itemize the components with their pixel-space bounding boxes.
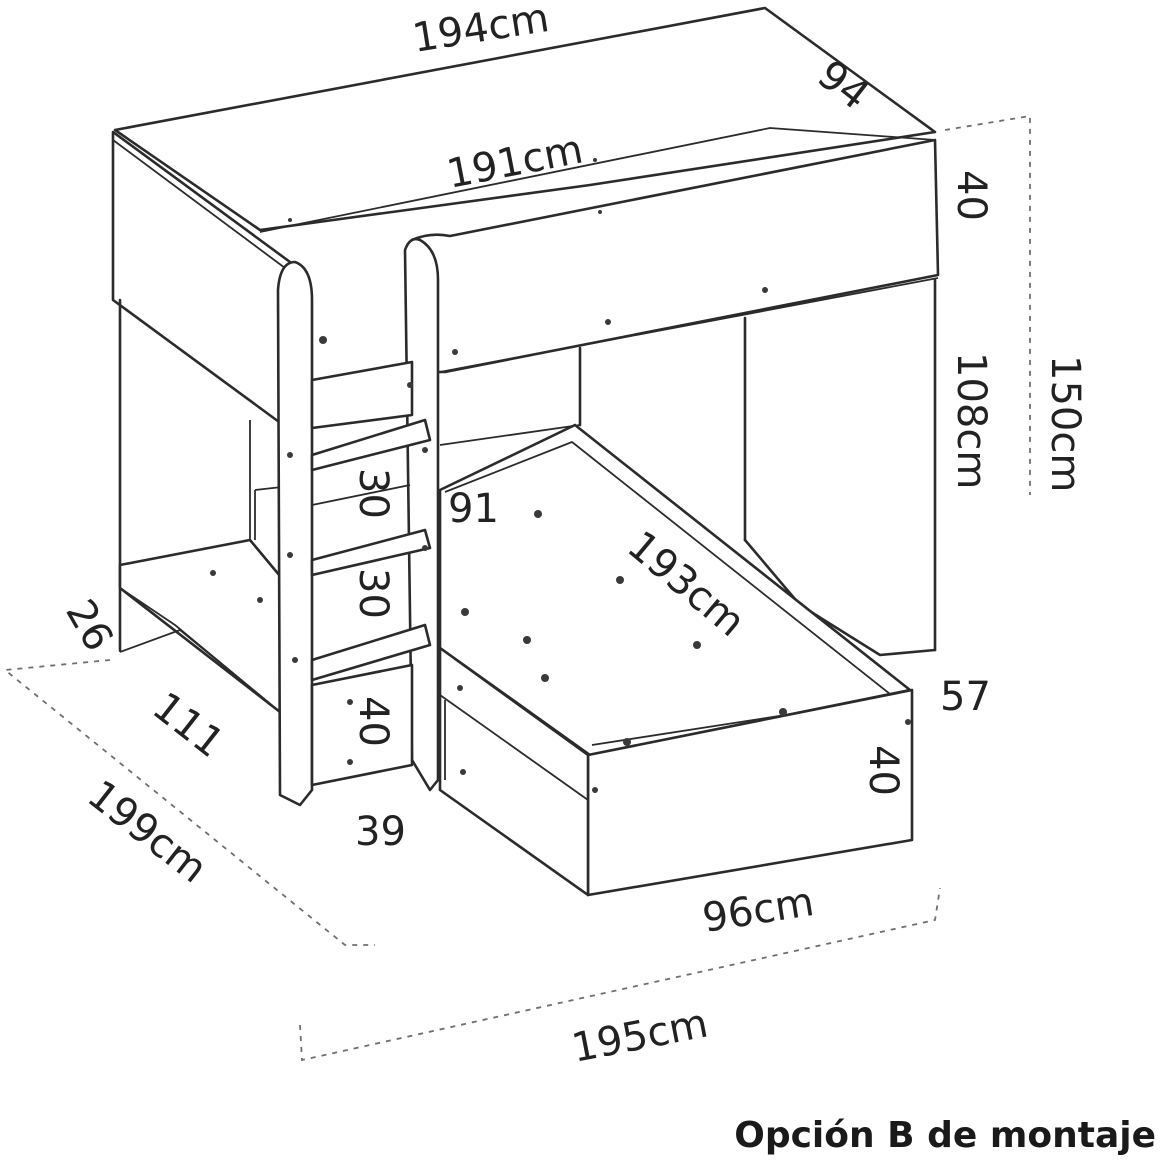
dim-ladder-step-1: 30: [350, 468, 396, 519]
dim-lower-clearance: 108cm: [948, 352, 994, 489]
dim-ladder-step-2: 30: [350, 568, 396, 619]
dim-upper-rail-height: 40: [948, 170, 994, 221]
dim-shelf-height: 26: [56, 592, 121, 659]
assembly-option-caption: Opción B de montaje: [734, 1115, 1156, 1156]
ladder: [276, 237, 440, 807]
dim-side-depth: 111: [144, 684, 232, 767]
dim-ladder-step-3: 40: [350, 696, 396, 747]
dim-lower-bed-outer-width: 96cm: [699, 879, 817, 942]
dim-lower-footboard-top: 57: [940, 674, 991, 720]
dim-total-width: 195cm: [568, 1000, 712, 1071]
dim-total-height: 150cm: [1042, 355, 1088, 492]
dim-total-depth: 199cm: [79, 772, 216, 893]
lower-bed: [438, 423, 914, 897]
dim-ladder-base: 39: [355, 809, 406, 855]
screw-holes: [210, 158, 911, 793]
dim-lower-footboard-height: 40: [860, 745, 906, 796]
dim-lower-bed-width: 91: [448, 486, 499, 532]
